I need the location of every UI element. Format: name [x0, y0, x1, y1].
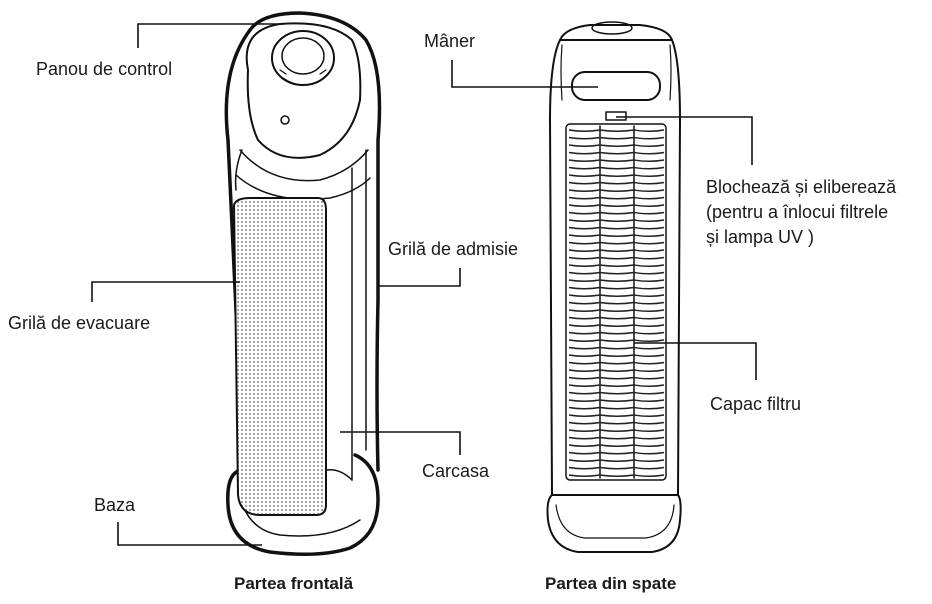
filter-slat — [568, 436, 665, 440]
filter-slat — [568, 234, 665, 237]
filter-slat — [568, 324, 665, 327]
filter-slat — [568, 361, 665, 365]
handle-slot — [571, 71, 661, 101]
filter-slat — [568, 391, 665, 395]
control-dial — [271, 30, 335, 86]
front-mesh-grille — [233, 197, 327, 516]
label-handle: Mâner — [424, 31, 476, 51]
filter-slat — [568, 444, 665, 447]
filter-slat — [568, 219, 665, 222]
label-control-panel: Panou de control — [36, 59, 173, 79]
filter-slat — [568, 189, 665, 192]
filter-slat — [568, 376, 665, 380]
label-exhaust-grille: Grilă de evacuare — [8, 313, 151, 333]
filter-slat — [568, 421, 665, 425]
filter-slat — [568, 264, 665, 267]
front-unit — [224, 11, 382, 556]
filter-slat — [568, 241, 665, 245]
filter-slat — [568, 204, 665, 207]
front-base — [226, 453, 380, 556]
filter-slat — [568, 294, 665, 297]
front-housing — [224, 11, 382, 482]
filter-slat — [568, 136, 665, 140]
filter-slat — [568, 406, 665, 410]
filter-slat — [568, 429, 665, 432]
leader-exhaust-grille — [91, 281, 240, 302]
filter-slat — [568, 211, 665, 215]
filter-slat — [568, 159, 665, 162]
filter-slat — [568, 459, 665, 462]
control-panel-head — [245, 22, 362, 159]
filter-slat — [568, 166, 665, 170]
lock-release-latch — [605, 111, 627, 121]
back-base — [546, 494, 682, 553]
filter-slat — [568, 339, 665, 342]
leader-base — [117, 522, 262, 546]
leader-control-panel — [137, 23, 280, 48]
filter-slat — [568, 474, 665, 477]
filter-slat — [568, 151, 665, 155]
filter-slat — [568, 399, 665, 402]
caption-back: Partea din spate — [545, 574, 677, 593]
filter-cover-frame — [565, 123, 667, 481]
back-housing — [549, 39, 681, 496]
filter-slat — [568, 466, 665, 470]
indicator-light — [280, 115, 290, 125]
label-housing: Carcasa — [422, 461, 490, 481]
label-base: Baza — [94, 495, 136, 515]
filter-slat — [568, 309, 665, 312]
leader-housing — [340, 431, 461, 455]
filter-slat — [568, 286, 665, 290]
filter-slat — [568, 414, 665, 417]
filter-cover-slats — [568, 129, 665, 477]
caption-front: Partea frontală — [234, 574, 354, 593]
label-lock-release-2: (pentru a înlocui filtrele — [706, 202, 889, 222]
label-lock-release-3: și lampa UV ) — [706, 227, 815, 247]
back-unit — [546, 21, 682, 553]
filter-slat — [568, 271, 665, 275]
leader-lock-release — [616, 116, 753, 165]
filter-slat — [568, 369, 665, 372]
filter-slat — [568, 226, 665, 230]
label-lock-release-1: Blochează și eliberează — [706, 177, 897, 197]
leader-handle — [451, 60, 598, 88]
filter-slat — [568, 354, 665, 357]
filter-slat — [568, 174, 665, 177]
filter-slat — [568, 279, 665, 282]
filter-slat — [568, 249, 665, 252]
filter-slat — [568, 196, 665, 200]
leader-filter-cover — [634, 342, 757, 380]
filter-slat — [568, 301, 665, 305]
label-filter-cover: Capac filtru — [710, 394, 802, 414]
filter-slat — [568, 384, 665, 387]
filter-slat — [568, 346, 665, 350]
filter-slat — [568, 331, 665, 335]
filter-slat — [568, 316, 665, 320]
leader-intake-grille — [378, 268, 461, 287]
label-intake-grille: Grilă de admisie — [388, 239, 519, 259]
filter-slat — [568, 451, 665, 455]
filter-slat — [568, 256, 665, 260]
filter-slat — [568, 129, 665, 132]
filter-slat — [568, 181, 665, 185]
filter-slat — [568, 144, 665, 147]
leader-lines — [91, 23, 757, 546]
